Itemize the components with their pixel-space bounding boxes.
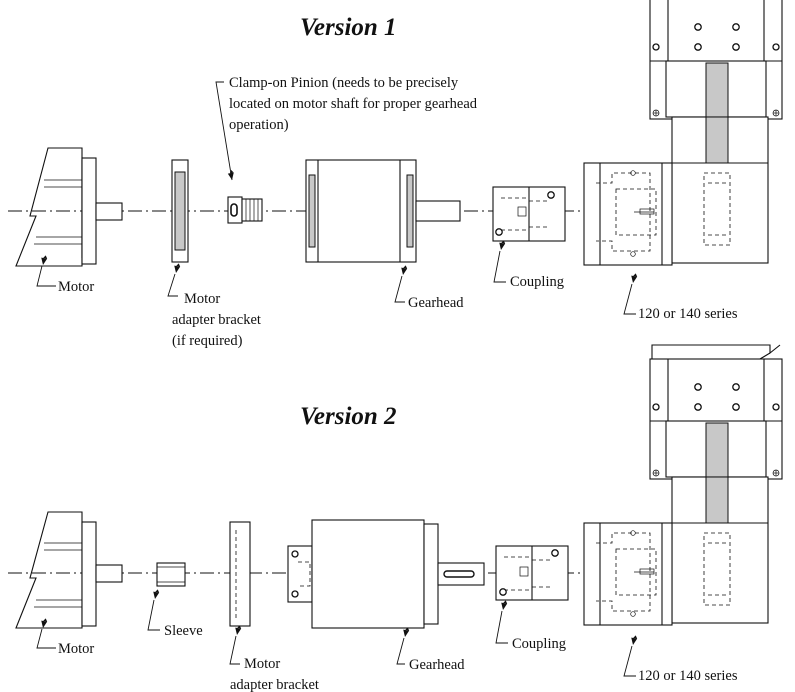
version-1-motor-label: Motor [58, 279, 94, 295]
version-1-section: Version 1 [8, 0, 783, 349]
version-1-callouts: Clamp-on Pinion (needs to be precisely l… [36, 75, 738, 349]
version-1-gearhead-label: Gearhead [408, 295, 464, 311]
version-2-motor [15, 511, 123, 629]
pinion-label-line-3: operation) [229, 117, 289, 133]
version-1-title: Version 1 [300, 14, 397, 41]
version-2-coupling-label: Coupling [512, 636, 566, 652]
version-2-gearhead [287, 519, 485, 629]
version-2-sleeve-label: Sleeve [164, 623, 203, 639]
version-1-adapter-bracket [171, 159, 189, 263]
version-2-motor-label: Motor [58, 641, 94, 657]
pinion-label-line-1: Clamp-on Pinion (needs to be precisely [229, 75, 459, 91]
version-2-sleeve [156, 562, 186, 587]
version-1-bracket-label-line-1: Motor [184, 291, 220, 307]
version-2-series-label: 120 or 140 series [638, 668, 738, 684]
version-1-bracket-label-line-2: adapter bracket [172, 312, 261, 328]
version-1-clamp-on-pinion [227, 196, 263, 224]
version-2-title: Version 2 [300, 403, 397, 430]
version-2-section: Version 2 [8, 344, 783, 692]
version-2-bracket-label-line-2: adapter bracket [230, 677, 319, 692]
version-2-adapter-bracket [229, 521, 251, 627]
version-1-motor [15, 147, 123, 267]
version-2-bracket-label-line-1: Motor [244, 656, 280, 672]
version-1-series-label: 120 or 140 series [638, 306, 738, 322]
version-1-stage [583, 0, 783, 266]
version-2-callouts: Motor Sleeve Motor adapter bracket Gearh… [36, 588, 738, 692]
version-2-coupling [495, 545, 569, 601]
version-2-stage [583, 344, 783, 626]
version-1-bracket-label-line-3: (if required) [172, 333, 243, 349]
version-1-gearhead [305, 159, 461, 263]
version-2-gearhead-label: Gearhead [409, 657, 465, 673]
version-1-coupling [492, 186, 566, 242]
version-1-coupling-label: Coupling [510, 274, 564, 290]
pinion-label-line-2: located on motor shaft for proper gearhe… [229, 96, 478, 112]
